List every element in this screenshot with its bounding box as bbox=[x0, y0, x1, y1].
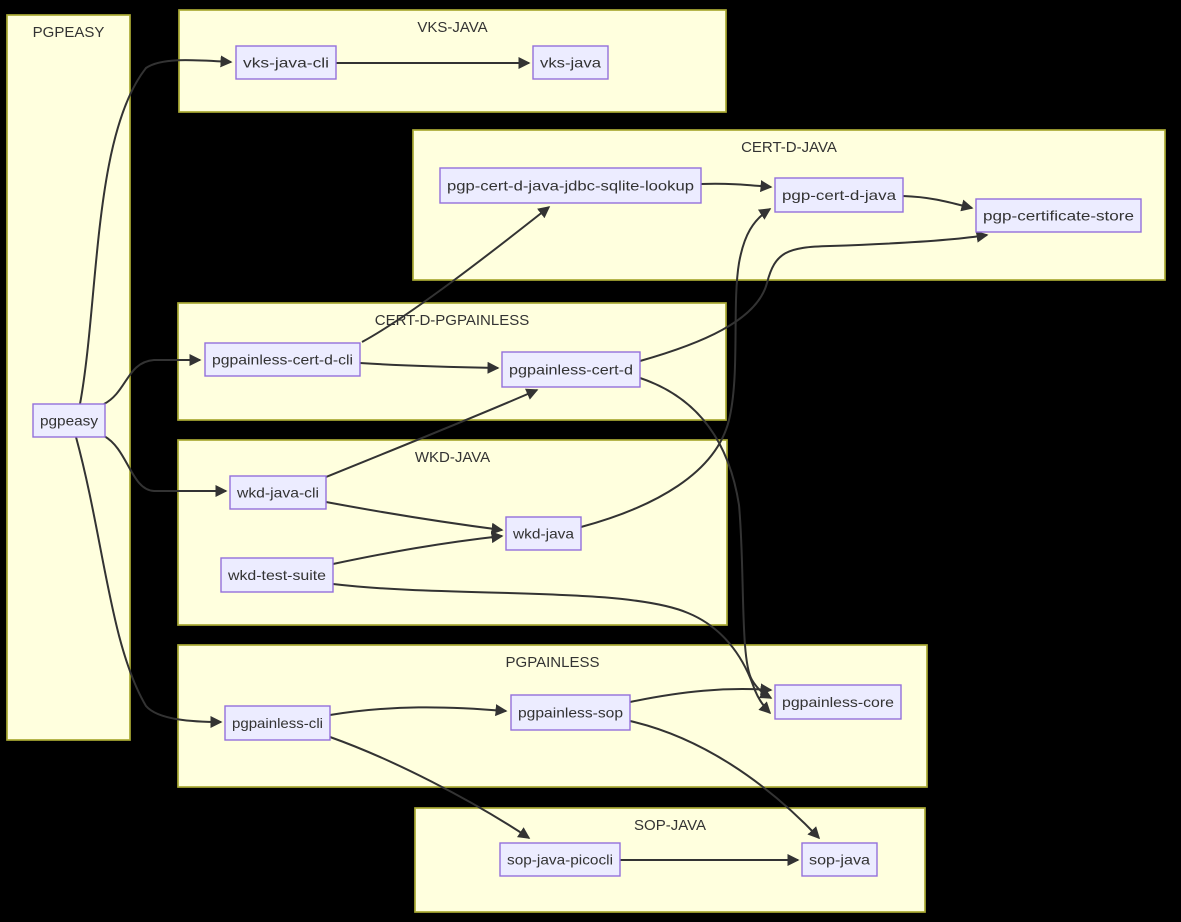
edge-pgpainless-cert-d-cli--pgpainless-cert-d bbox=[359, 361, 500, 374]
node-box bbox=[774, 177, 904, 213]
node-vks-java: vks-java bbox=[532, 45, 609, 80]
node-label: pgp-certificate-store bbox=[983, 208, 1134, 224]
node-layer: pgpeasy vks-java-cli vks-java pgp-cert-d-ja… bbox=[32, 45, 1142, 877]
node-pgp-cert-d-java-jdbc-sqlite-lookup: pgp-cert-d-java-jdbc-sqlite-lookup bbox=[439, 167, 702, 204]
edge-pgpeasy--pgpainless-cli bbox=[75, 436, 223, 728]
cluster-layer: PGPEASY VKS-JAVA CERT-D-JAVA CERT-D-PGPAINL… bbox=[6, 9, 1166, 913]
node-label: pgpainless-sop bbox=[518, 705, 623, 721]
node-wkd-test-suite: wkd-test-suite bbox=[220, 557, 334, 593]
edge-pgpainless-cli--sop-java-picocli bbox=[329, 736, 531, 839]
edge-pgpainless-cert-d--pgpainless-core bbox=[639, 377, 773, 699]
edge-pgp-cert-d-java--pgp-certificate-store bbox=[902, 195, 974, 212]
cluster-title: PGPEASY bbox=[33, 24, 105, 41]
edge-wkd-java-cli--wkd-java bbox=[325, 501, 504, 535]
cluster-title: CERT-D-JAVA bbox=[741, 139, 837, 156]
node-label: pgpeasy bbox=[40, 413, 98, 429]
edge-layer bbox=[75, 55, 989, 866]
cluster-title: PGPAINLESS bbox=[506, 654, 600, 671]
node-label: sop-java-picocli bbox=[507, 852, 613, 868]
node-pgpeasy: pgpeasy bbox=[32, 403, 106, 438]
node-pgpainless-core: pgpainless-core bbox=[774, 684, 902, 720]
node-label: wkd-java bbox=[512, 526, 574, 542]
edge-wkd-test-suite--pgpainless-core bbox=[332, 583, 772, 715]
cluster-title: CERT-D-PGPAINLESS bbox=[375, 312, 529, 329]
node-box bbox=[229, 475, 327, 510]
cluster-title: VKS-JAVA bbox=[417, 19, 487, 36]
edge-wkd-test-suite--wkd-java bbox=[332, 531, 504, 565]
node-label: vks-java-cli bbox=[243, 55, 329, 71]
node-box bbox=[32, 403, 106, 438]
edge-pgp-cert-d-java-jdbc-sqlite-lookup--pgp-cert-d-java bbox=[700, 180, 773, 193]
node-pgpainless-sop: pgpainless-sop bbox=[510, 694, 631, 731]
node-box bbox=[220, 557, 334, 593]
node-vks-java-cli: vks-java-cli bbox=[235, 45, 337, 80]
node-label: wkd-test-suite bbox=[227, 567, 326, 583]
node-pgp-certificate-store: pgp-certificate-store bbox=[975, 198, 1142, 233]
node-box bbox=[975, 198, 1142, 233]
node-pgp-cert-d-java: pgp-cert-d-java bbox=[774, 177, 904, 213]
node-label: pgpainless-cert-d bbox=[509, 362, 633, 378]
node-label: sop-java bbox=[809, 852, 870, 868]
edge-pgpeasy--wkd-java-cli bbox=[103, 435, 228, 497]
node-label: pgpainless-cert-d-cli bbox=[212, 352, 353, 368]
node-label: wkd-java-cli bbox=[236, 485, 319, 501]
node-wkd-java-cli: wkd-java-cli bbox=[229, 475, 327, 510]
cluster-box bbox=[177, 439, 728, 626]
cluster-pgpeasy: PGPEASY bbox=[6, 14, 131, 741]
node-label: pgpainless-cli bbox=[232, 715, 323, 731]
node-pgpainless-cert-d: pgpainless-cert-d bbox=[501, 351, 641, 388]
node-label: pgpainless-core bbox=[782, 694, 894, 710]
edge-wkd-java--pgp-cert-d-java bbox=[580, 208, 772, 528]
cluster-title: WKD-JAVA bbox=[415, 449, 490, 466]
node-label: pgp-cert-d-java bbox=[782, 187, 896, 203]
cluster-title: SOP-JAVA bbox=[634, 817, 706, 834]
edge-pgpainless-cert-d-cli--pgp-cert-d-java-jdbc-sqlite-lookup bbox=[361, 206, 551, 343]
node-box bbox=[204, 342, 361, 377]
edge-pgpainless-sop--sop-java bbox=[629, 720, 821, 840]
node-box bbox=[774, 684, 902, 720]
node-box bbox=[505, 516, 582, 551]
node-pgpainless-cert-d-cli: pgpainless-cert-d-cli bbox=[204, 342, 361, 377]
cluster-box bbox=[6, 14, 131, 741]
node-box bbox=[532, 45, 609, 80]
node-box bbox=[499, 842, 621, 877]
node-box bbox=[501, 351, 641, 388]
node-wkd-java: wkd-java bbox=[505, 516, 582, 551]
node-box bbox=[510, 694, 631, 731]
edge-pgpeasy--pgpainless-cert-d-cli bbox=[103, 354, 202, 405]
edge-pgpeasy--vks-java-cli bbox=[79, 55, 233, 405]
node-box bbox=[439, 167, 702, 204]
edge-wkd-java-cli--pgpainless-cert-d bbox=[325, 388, 539, 478]
node-label: vks-java bbox=[540, 55, 601, 71]
node-pgpainless-cli: pgpainless-cli bbox=[224, 705, 331, 741]
edge-pgpainless-sop--pgpainless-core bbox=[629, 683, 773, 703]
cluster-wkd-java: WKD-JAVA bbox=[177, 439, 728, 626]
node-sop-java-picocli: sop-java-picocli bbox=[499, 842, 621, 877]
edge-pgpainless-cli--pgpainless-sop bbox=[329, 704, 508, 717]
node-box bbox=[801, 842, 878, 877]
node-sop-java: sop-java bbox=[801, 842, 878, 877]
node-label: pgp-cert-d-java-jdbc-sqlite-lookup bbox=[447, 178, 694, 194]
edge-pgpainless-cert-d--pgp-certificate-store bbox=[639, 230, 989, 362]
node-box bbox=[224, 705, 331, 741]
node-box bbox=[235, 45, 337, 80]
